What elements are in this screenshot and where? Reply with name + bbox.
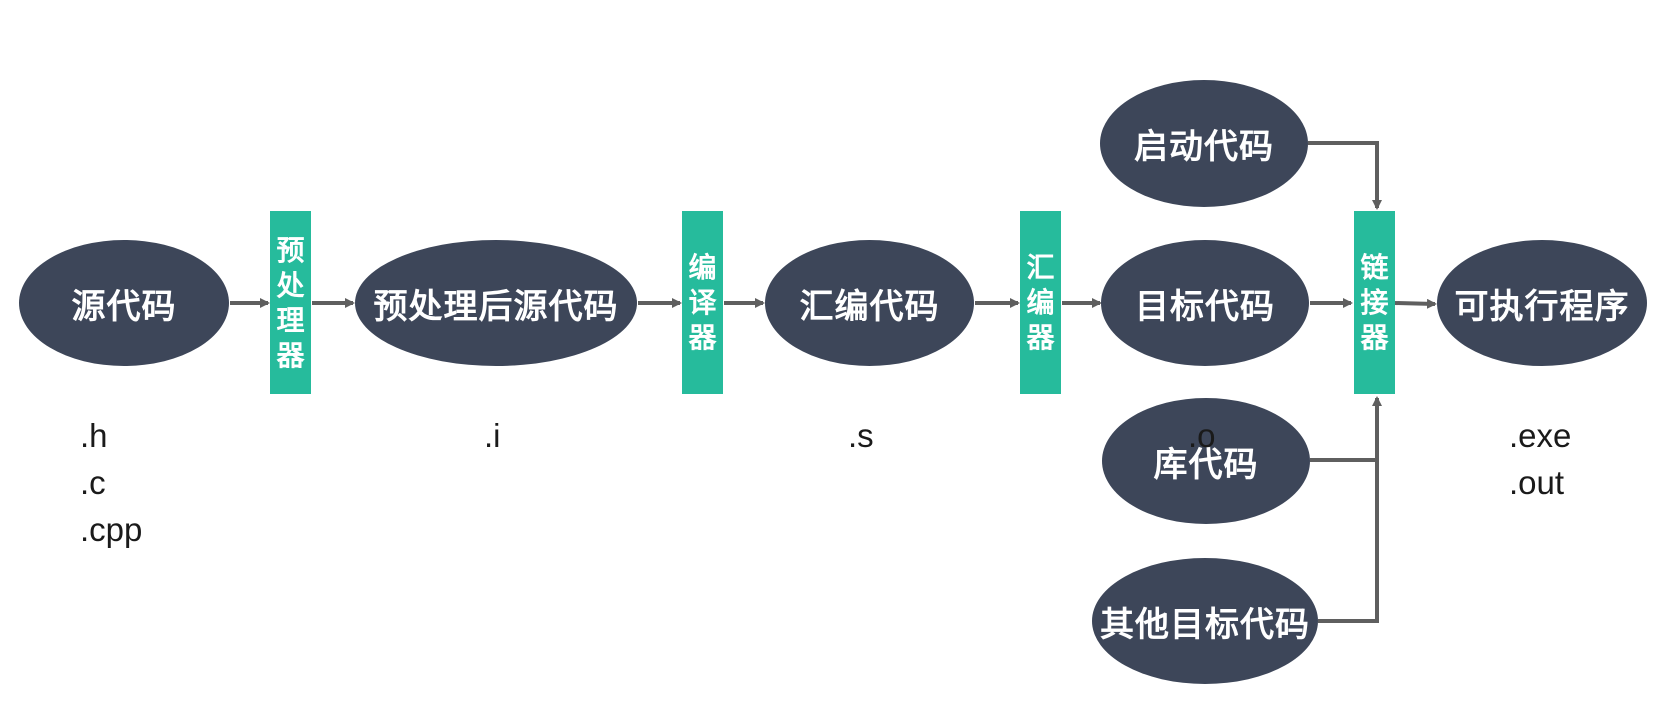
- ext-executable: .exe .out: [1509, 412, 1571, 506]
- tool-assembler: 汇 编 器: [1020, 211, 1061, 394]
- node-assembly-code: 汇编代码: [765, 240, 974, 366]
- node-executable: 可执行程序: [1437, 240, 1647, 366]
- ext-assembly: .s: [848, 412, 874, 459]
- node-source-code: 源代码: [19, 240, 229, 366]
- tool-preprocessor: 预 处 理 器: [270, 211, 311, 394]
- node-object-code: 目标代码: [1101, 240, 1309, 366]
- tool-preprocessor-char-4: 器: [276, 338, 305, 372]
- node-object-code-label: 目标代码: [1135, 286, 1275, 327]
- node-executable-label: 可执行程序: [1454, 286, 1630, 327]
- node-source-code-label: 源代码: [71, 286, 177, 327]
- tool-assembler-char-1: 汇: [1026, 251, 1055, 284]
- node-startup-code: 启动代码: [1100, 80, 1308, 207]
- ext-executable-exe: .exe: [1509, 417, 1572, 454]
- ext-assembly-s: .s: [848, 417, 874, 454]
- node-preprocessed-source-label: 预处理后源代码: [373, 286, 619, 327]
- tool-linker-char-3: 器: [1360, 321, 1389, 354]
- arrow-other-objects-to-linker: [1318, 396, 1382, 623]
- tool-linker: 链 接 器: [1354, 211, 1395, 394]
- node-assembly-code-label: 汇编代码: [799, 286, 940, 327]
- ext-preprocessed-i: .i: [484, 417, 501, 454]
- ext-source-c: .c: [80, 464, 106, 501]
- node-other-object-code: 其他目标代码: [1092, 558, 1318, 684]
- arrow-linker-to-executable: [1394, 298, 1437, 309]
- ext-object-o: .o: [1188, 417, 1216, 454]
- node-library-code: 库代码: [1102, 398, 1310, 524]
- ext-executable-out: .out: [1509, 464, 1565, 501]
- node-startup-code-label: 启动代码: [1134, 127, 1274, 167]
- tool-linker-char-1: 链: [1360, 251, 1389, 284]
- ext-source: .h .c .cpp: [80, 412, 142, 553]
- arrow-startup-to-linker: [1308, 141, 1382, 210]
- tool-compiler-char-2: 译: [688, 286, 717, 319]
- tool-preprocessor-char-2: 处: [276, 268, 305, 302]
- tool-assembler-char-2: 编: [1026, 286, 1055, 319]
- tool-compiler-char-3: 器: [688, 321, 717, 354]
- node-preprocessed-source: 预处理后源代码: [355, 240, 637, 366]
- tool-compiler-char-1: 编: [688, 251, 717, 284]
- tool-assembler-char-3: 器: [1026, 321, 1055, 354]
- ext-source-h: .h: [80, 417, 108, 454]
- ext-preprocessed: .i: [484, 412, 501, 459]
- tool-preprocessor-char-1: 预: [276, 233, 305, 267]
- ext-source-cpp: .cpp: [80, 511, 143, 548]
- tool-compiler: 编 译 器: [682, 211, 723, 394]
- node-other-object-code-label: 其他目标代码: [1100, 604, 1310, 645]
- tool-preprocessor-char-3: 理: [276, 303, 305, 337]
- node-library-code-label: 库代码: [1153, 444, 1259, 485]
- tool-linker-char-2: 接: [1360, 286, 1389, 319]
- ext-object: .o: [1188, 412, 1216, 459]
